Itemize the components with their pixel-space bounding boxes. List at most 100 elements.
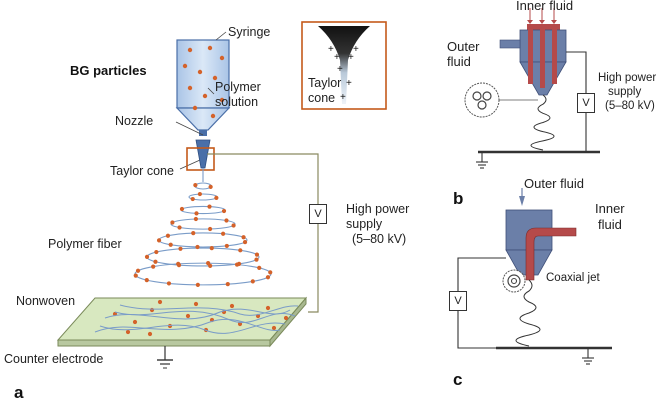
label-syringe: Syringe xyxy=(228,25,271,39)
bg-particle xyxy=(271,325,277,331)
fiber-loop xyxy=(180,205,226,215)
bg-particle xyxy=(254,257,259,262)
bg-particle xyxy=(206,261,211,266)
coaxial-jet-whip xyxy=(515,279,541,347)
bg-particle xyxy=(182,63,188,69)
leader-lines-a xyxy=(175,31,227,170)
bg-particle xyxy=(192,105,198,111)
bg-particle xyxy=(224,243,229,249)
panel-letter-c: c xyxy=(453,370,463,389)
svg-text:+: + xyxy=(337,64,343,75)
bg-particle xyxy=(193,216,199,222)
label-bg-particles: BG particles xyxy=(70,63,147,78)
bg-particle xyxy=(242,239,248,245)
bg-particle xyxy=(157,299,163,305)
bg-particle xyxy=(214,195,219,200)
bg-particle xyxy=(207,226,213,232)
label-power-b-line3: (5–80 kV) xyxy=(605,100,655,112)
bg-particle xyxy=(208,184,213,189)
bg-particle xyxy=(221,208,227,214)
label-nozzle: Nozzle xyxy=(115,114,154,128)
label-power-b-line2: supply xyxy=(608,86,642,98)
bg-particle xyxy=(149,307,155,313)
svg-text:+: + xyxy=(334,52,340,63)
nonwoven-fiber xyxy=(99,322,286,334)
bg-particle xyxy=(225,282,230,287)
bg-particle xyxy=(219,55,225,61)
bg-particle xyxy=(212,75,218,81)
label-inner-fluid-c-line1: Inner xyxy=(595,201,625,216)
label-coaxial-jet: Coaxial jet xyxy=(546,272,600,284)
label-power-a-line3: (5–80 kV) xyxy=(352,232,407,246)
label-outer-fluid-b-line1: Outer xyxy=(447,39,480,54)
bg-particle xyxy=(265,305,271,311)
label-outer-fluid-b-line2: fluid xyxy=(447,54,471,69)
bg-particle xyxy=(219,97,225,103)
bg-particle xyxy=(237,321,243,327)
bg-particle xyxy=(153,259,158,264)
bg-particle xyxy=(125,329,131,335)
bg-particle xyxy=(151,264,156,269)
bg-particle xyxy=(207,204,212,209)
taylor-cone-inset: + + + + + + + xyxy=(301,21,387,110)
label-taylor-cone: Taylor cone xyxy=(110,164,174,178)
circuit-wire-c xyxy=(457,257,612,365)
bg-particle xyxy=(224,218,229,223)
circuit-wire-b xyxy=(476,51,600,169)
bg-particle xyxy=(195,282,200,287)
label-power-a-line2: supply xyxy=(346,217,383,231)
polymer-fiber-helix xyxy=(134,168,272,286)
label-power-b-line1: High power xyxy=(598,72,657,84)
bg-particle xyxy=(257,265,262,270)
bg-particle xyxy=(254,252,260,257)
bg-particle xyxy=(283,315,289,321)
bg-particle xyxy=(195,244,200,250)
label-power-a-line1: High power xyxy=(346,202,410,216)
bg-particle xyxy=(185,313,191,319)
voltage-source-a: V xyxy=(309,204,327,224)
bg-particle xyxy=(144,278,149,283)
bg-particle xyxy=(221,231,226,236)
label-nonwoven: Nonwoven xyxy=(16,294,76,308)
coaxial-nozzle-c xyxy=(502,188,577,293)
bg-particle xyxy=(238,248,243,253)
bg-particle xyxy=(193,301,199,307)
nonwoven-fiber xyxy=(119,304,299,316)
bg-particle xyxy=(147,331,153,337)
bg-particle xyxy=(190,196,195,202)
bg-particle xyxy=(209,246,214,251)
svg-text:+: + xyxy=(348,52,354,63)
bg-particle xyxy=(132,319,138,325)
label-polymer-fiber: Polymer fiber xyxy=(48,237,122,251)
label-counter-electrode: Counter electrode xyxy=(4,352,104,366)
panel-letter-a: a xyxy=(14,383,24,402)
bg-particle xyxy=(179,206,185,212)
voltage-source-c: V xyxy=(449,291,467,311)
svg-text:+: + xyxy=(346,78,352,89)
bg-particle xyxy=(177,225,182,230)
bg-particle xyxy=(207,45,213,51)
voltage-source-b: V xyxy=(577,93,595,113)
label-polymer-solution-line2: solution xyxy=(215,95,259,109)
bg-particle xyxy=(187,85,193,91)
bg-particle xyxy=(197,69,203,75)
bg-particle xyxy=(133,273,138,278)
bg-particle xyxy=(265,275,271,280)
label-inner-fluid-b: Inner fluid xyxy=(516,0,574,13)
bg-particle xyxy=(268,270,273,275)
bg-particle xyxy=(197,191,202,197)
bg-particle xyxy=(187,47,193,53)
label-inset-taylor: Taylor xyxy=(308,76,342,90)
bg-particle xyxy=(165,233,171,238)
svg-text:+: + xyxy=(340,92,346,103)
nozzle-tip xyxy=(186,139,215,171)
bg-particle xyxy=(241,235,246,240)
bg-particle xyxy=(178,246,183,251)
bg-particle xyxy=(191,231,196,236)
fiber-loop xyxy=(194,182,212,190)
bg-particle xyxy=(210,113,216,119)
bg-particle xyxy=(176,261,181,266)
bg-particle xyxy=(154,249,159,255)
jet-whip-b xyxy=(530,94,555,151)
